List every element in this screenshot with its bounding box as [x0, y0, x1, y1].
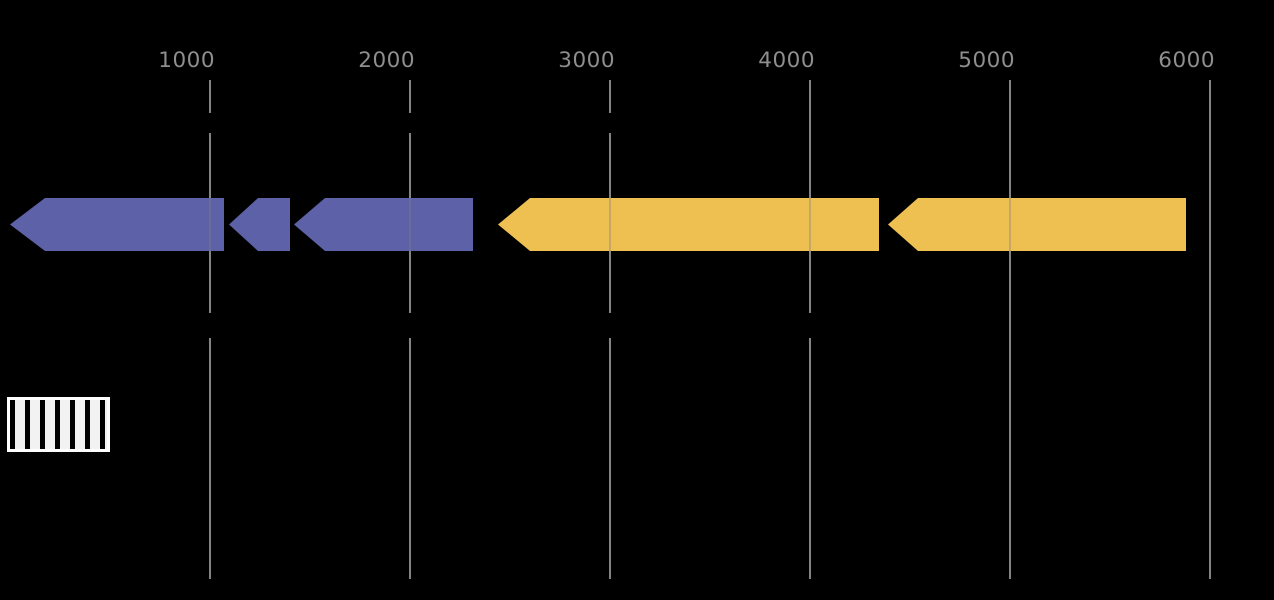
gridline-over-arrow-2000	[409, 198, 411, 251]
gene-arrow-4	[498, 198, 879, 251]
axis-tick-label-1000: 1000	[158, 48, 215, 73]
legend-hatch-box	[7, 397, 110, 452]
gridline-over-arrow-4000	[809, 198, 811, 251]
gene-arrow-5	[888, 198, 1186, 251]
axis-tick-label-4000: 4000	[758, 48, 815, 73]
axis-tick-label-2000: 2000	[358, 48, 415, 73]
gene-arrow-1	[10, 198, 224, 251]
axis-tick-label-3000: 3000	[558, 48, 615, 73]
gridline-3000-seg2	[609, 338, 611, 579]
gridline-over-arrow-5000	[1009, 198, 1011, 251]
gridline-4000-seg1	[809, 338, 811, 579]
gridline-2000-seg2	[409, 338, 411, 579]
gridline-4000-seg0	[809, 80, 811, 313]
gridline-over-arrow-3000	[609, 198, 611, 251]
gene-arrow-3	[294, 198, 473, 251]
axis-tick-label-6000: 6000	[1158, 48, 1215, 73]
gridline-1000-seg0	[209, 80, 211, 113]
gridline-3000-seg0	[609, 80, 611, 113]
gridline-2000-seg0	[409, 80, 411, 113]
gridline-6000-seg0	[1209, 80, 1211, 579]
gene-arrow-2	[229, 198, 290, 251]
axis-tick-label-5000: 5000	[958, 48, 1015, 73]
gridline-5000-seg0	[1009, 80, 1011, 579]
gridline-1000-seg2	[209, 338, 211, 579]
gridline-over-arrow-1000	[209, 198, 211, 251]
